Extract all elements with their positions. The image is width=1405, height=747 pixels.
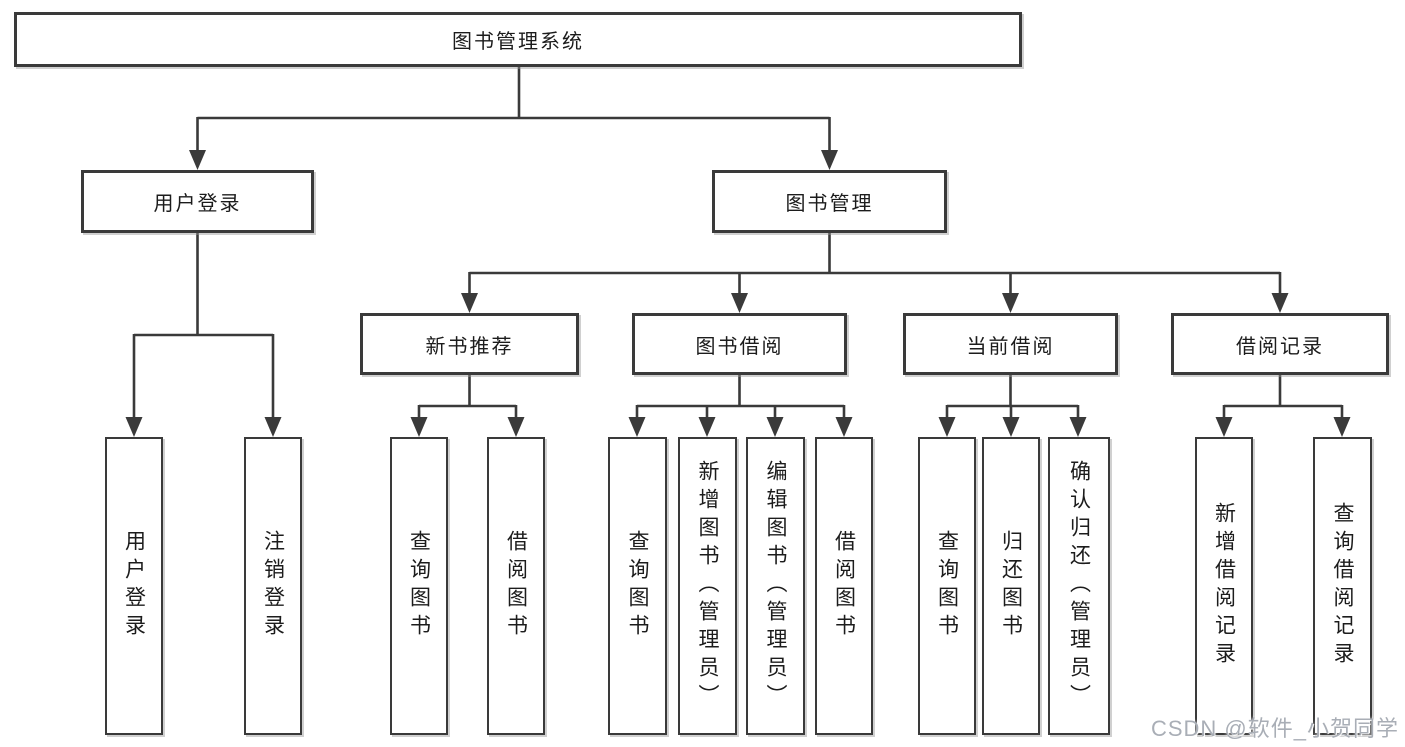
node-label: 查询图书: [626, 530, 650, 642]
arrowhead-icon: [1271, 293, 1289, 313]
node-label: 编辑图书（管理员）: [764, 460, 788, 712]
leaf-add-borrow-record: 新增借阅记录: [1195, 437, 1253, 735]
node-book-management: 图书管理: [712, 170, 947, 233]
arrowhead-icon: [1333, 417, 1351, 437]
arrowhead-icon: [698, 417, 716, 437]
leaf-user-login: 用户登录: [105, 437, 163, 735]
leaf-logout: 注销登录: [244, 437, 302, 735]
arrowhead-icon: [507, 417, 525, 437]
leaf-query-books-borrow: 查询图书: [608, 437, 667, 735]
node-book-borrowing: 图书借阅: [632, 313, 847, 375]
leaf-borrow-books-recommend: 借阅图书: [487, 437, 545, 735]
arrowhead-icon: [461, 293, 478, 313]
node-user-login: 用户登录: [81, 170, 314, 233]
node-label: 查询图书: [935, 530, 959, 642]
node-label: 新增借阅记录: [1212, 502, 1236, 670]
leaf-confirm-return-admin: 确认归还（管理员）: [1048, 437, 1110, 735]
node-label: 图书借阅: [695, 335, 784, 358]
arrowhead-icon: [766, 417, 784, 437]
node-label: 当前借阅: [966, 335, 1055, 358]
leaf-edit-books-admin: 编辑图书（管理员）: [746, 437, 805, 735]
connector-current-borrow-to-leaves: [938, 375, 1087, 437]
arrowhead-icon: [1215, 417, 1233, 437]
connector-new-book-to-leaves: [410, 375, 525, 437]
leaf-add-books-admin: 新增图书（管理员）: [678, 437, 737, 735]
node-label: 查询图书: [407, 530, 431, 642]
arrowhead-icon: [410, 417, 428, 437]
node-label: 图书管理: [785, 193, 874, 215]
node-label: 图书管理系统: [452, 31, 584, 53]
leaf-query-borrow-record: 查询借阅记录: [1313, 437, 1372, 735]
node-label: 借阅图书: [832, 530, 856, 642]
leaf-borrow-books: 借阅图书: [815, 437, 873, 735]
node-current-borrowing: 当前借阅: [903, 313, 1118, 375]
node-label: 确认归还（管理员）: [1067, 460, 1091, 712]
connector-book-borrow-to-leaves: [628, 375, 853, 437]
connector-borrow-records-to-leaves: [1215, 375, 1351, 437]
arrowhead-icon: [1002, 417, 1020, 437]
watermark-text: CSDN @软件_小贺同学: [1150, 716, 1399, 741]
arrowhead-icon: [835, 417, 853, 437]
node-label: 归还图书: [999, 530, 1023, 642]
node-label: 借阅图书: [504, 530, 528, 642]
node-borrowing-records: 借阅记录: [1171, 313, 1389, 375]
node-label: 新增图书（管理员）: [696, 460, 720, 712]
node-root-library-system: 图书管理系统: [14, 12, 1022, 67]
node-label: 查询借阅记录: [1331, 502, 1355, 670]
arrowhead-icon: [264, 417, 282, 437]
leaf-return-books: 归还图书: [982, 437, 1040, 735]
node-new-book-recommendation: 新书推荐: [360, 313, 579, 375]
node-label: 用户登录: [122, 530, 146, 642]
node-label: 借阅记录: [1236, 335, 1324, 358]
arrowhead-icon: [938, 417, 956, 437]
connector-book-management-to-level3: [461, 233, 1289, 313]
node-label: 用户登录: [153, 193, 242, 215]
connector-user-login-to-leaves: [125, 233, 282, 437]
arrowhead-icon: [821, 150, 838, 170]
leaf-query-books-recommend: 查询图书: [390, 437, 448, 735]
node-label: 新书推荐: [425, 335, 514, 358]
arrowhead-icon: [628, 417, 646, 437]
node-label: 注销登录: [261, 530, 285, 642]
leaf-query-books-current: 查询图书: [918, 437, 976, 735]
arrowhead-icon: [125, 417, 143, 437]
arrowhead-icon: [1069, 417, 1087, 437]
connector-root-to-level2: [189, 67, 838, 170]
arrowhead-icon: [1002, 293, 1019, 313]
arrowhead-icon: [731, 293, 748, 313]
arrowhead-icon: [189, 150, 206, 170]
